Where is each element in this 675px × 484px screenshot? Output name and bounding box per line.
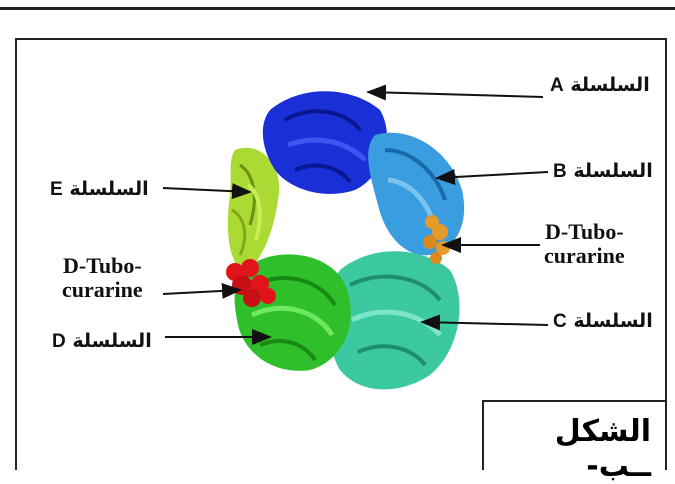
label-chain-c-letter: C — [553, 311, 567, 332]
label-chain-c-word: السلسلة — [573, 310, 652, 332]
label-drug-left-line2: curarine — [62, 278, 143, 302]
chain-a-ribbon — [263, 91, 387, 194]
label-chain-b-letter: B — [553, 161, 567, 182]
label-chain-d-letter: D — [52, 331, 66, 352]
arrow-chain-a — [368, 92, 543, 97]
label-drug-left-line1: D-Tubo- — [62, 254, 143, 278]
figure-caption: الشكل ــب- — [484, 414, 651, 484]
caption-box: الشكل ــب- — [482, 400, 667, 470]
arrow-drug-left — [163, 290, 240, 294]
label-chain-e-letter: E — [50, 179, 63, 200]
label-chain-d: D السلسلة — [52, 330, 152, 353]
label-drug-right: D-Tubo- curarine — [544, 220, 625, 268]
chain-e-ribbon — [228, 148, 279, 275]
label-chain-e-word: السلسلة — [69, 178, 148, 200]
label-drug-right-line2: curarine — [544, 244, 625, 268]
label-chain-a-letter: A — [550, 75, 564, 96]
label-chain-d-word: السلسلة — [72, 330, 151, 352]
label-drug-left: D-Tubo- curarine — [62, 254, 143, 302]
label-chain-a: A السلسلة — [550, 74, 650, 97]
label-chain-a-word: السلسلة — [570, 74, 649, 96]
chain-b-ribbon — [368, 133, 464, 255]
label-chain-c: C السلسلة — [553, 310, 653, 333]
label-chain-b: B السلسلة — [553, 160, 653, 183]
label-chain-b-word: السلسلة — [573, 160, 652, 182]
label-chain-e: E السلسلة — [50, 178, 149, 201]
label-drug-right-line1: D-Tubo- — [544, 220, 625, 244]
